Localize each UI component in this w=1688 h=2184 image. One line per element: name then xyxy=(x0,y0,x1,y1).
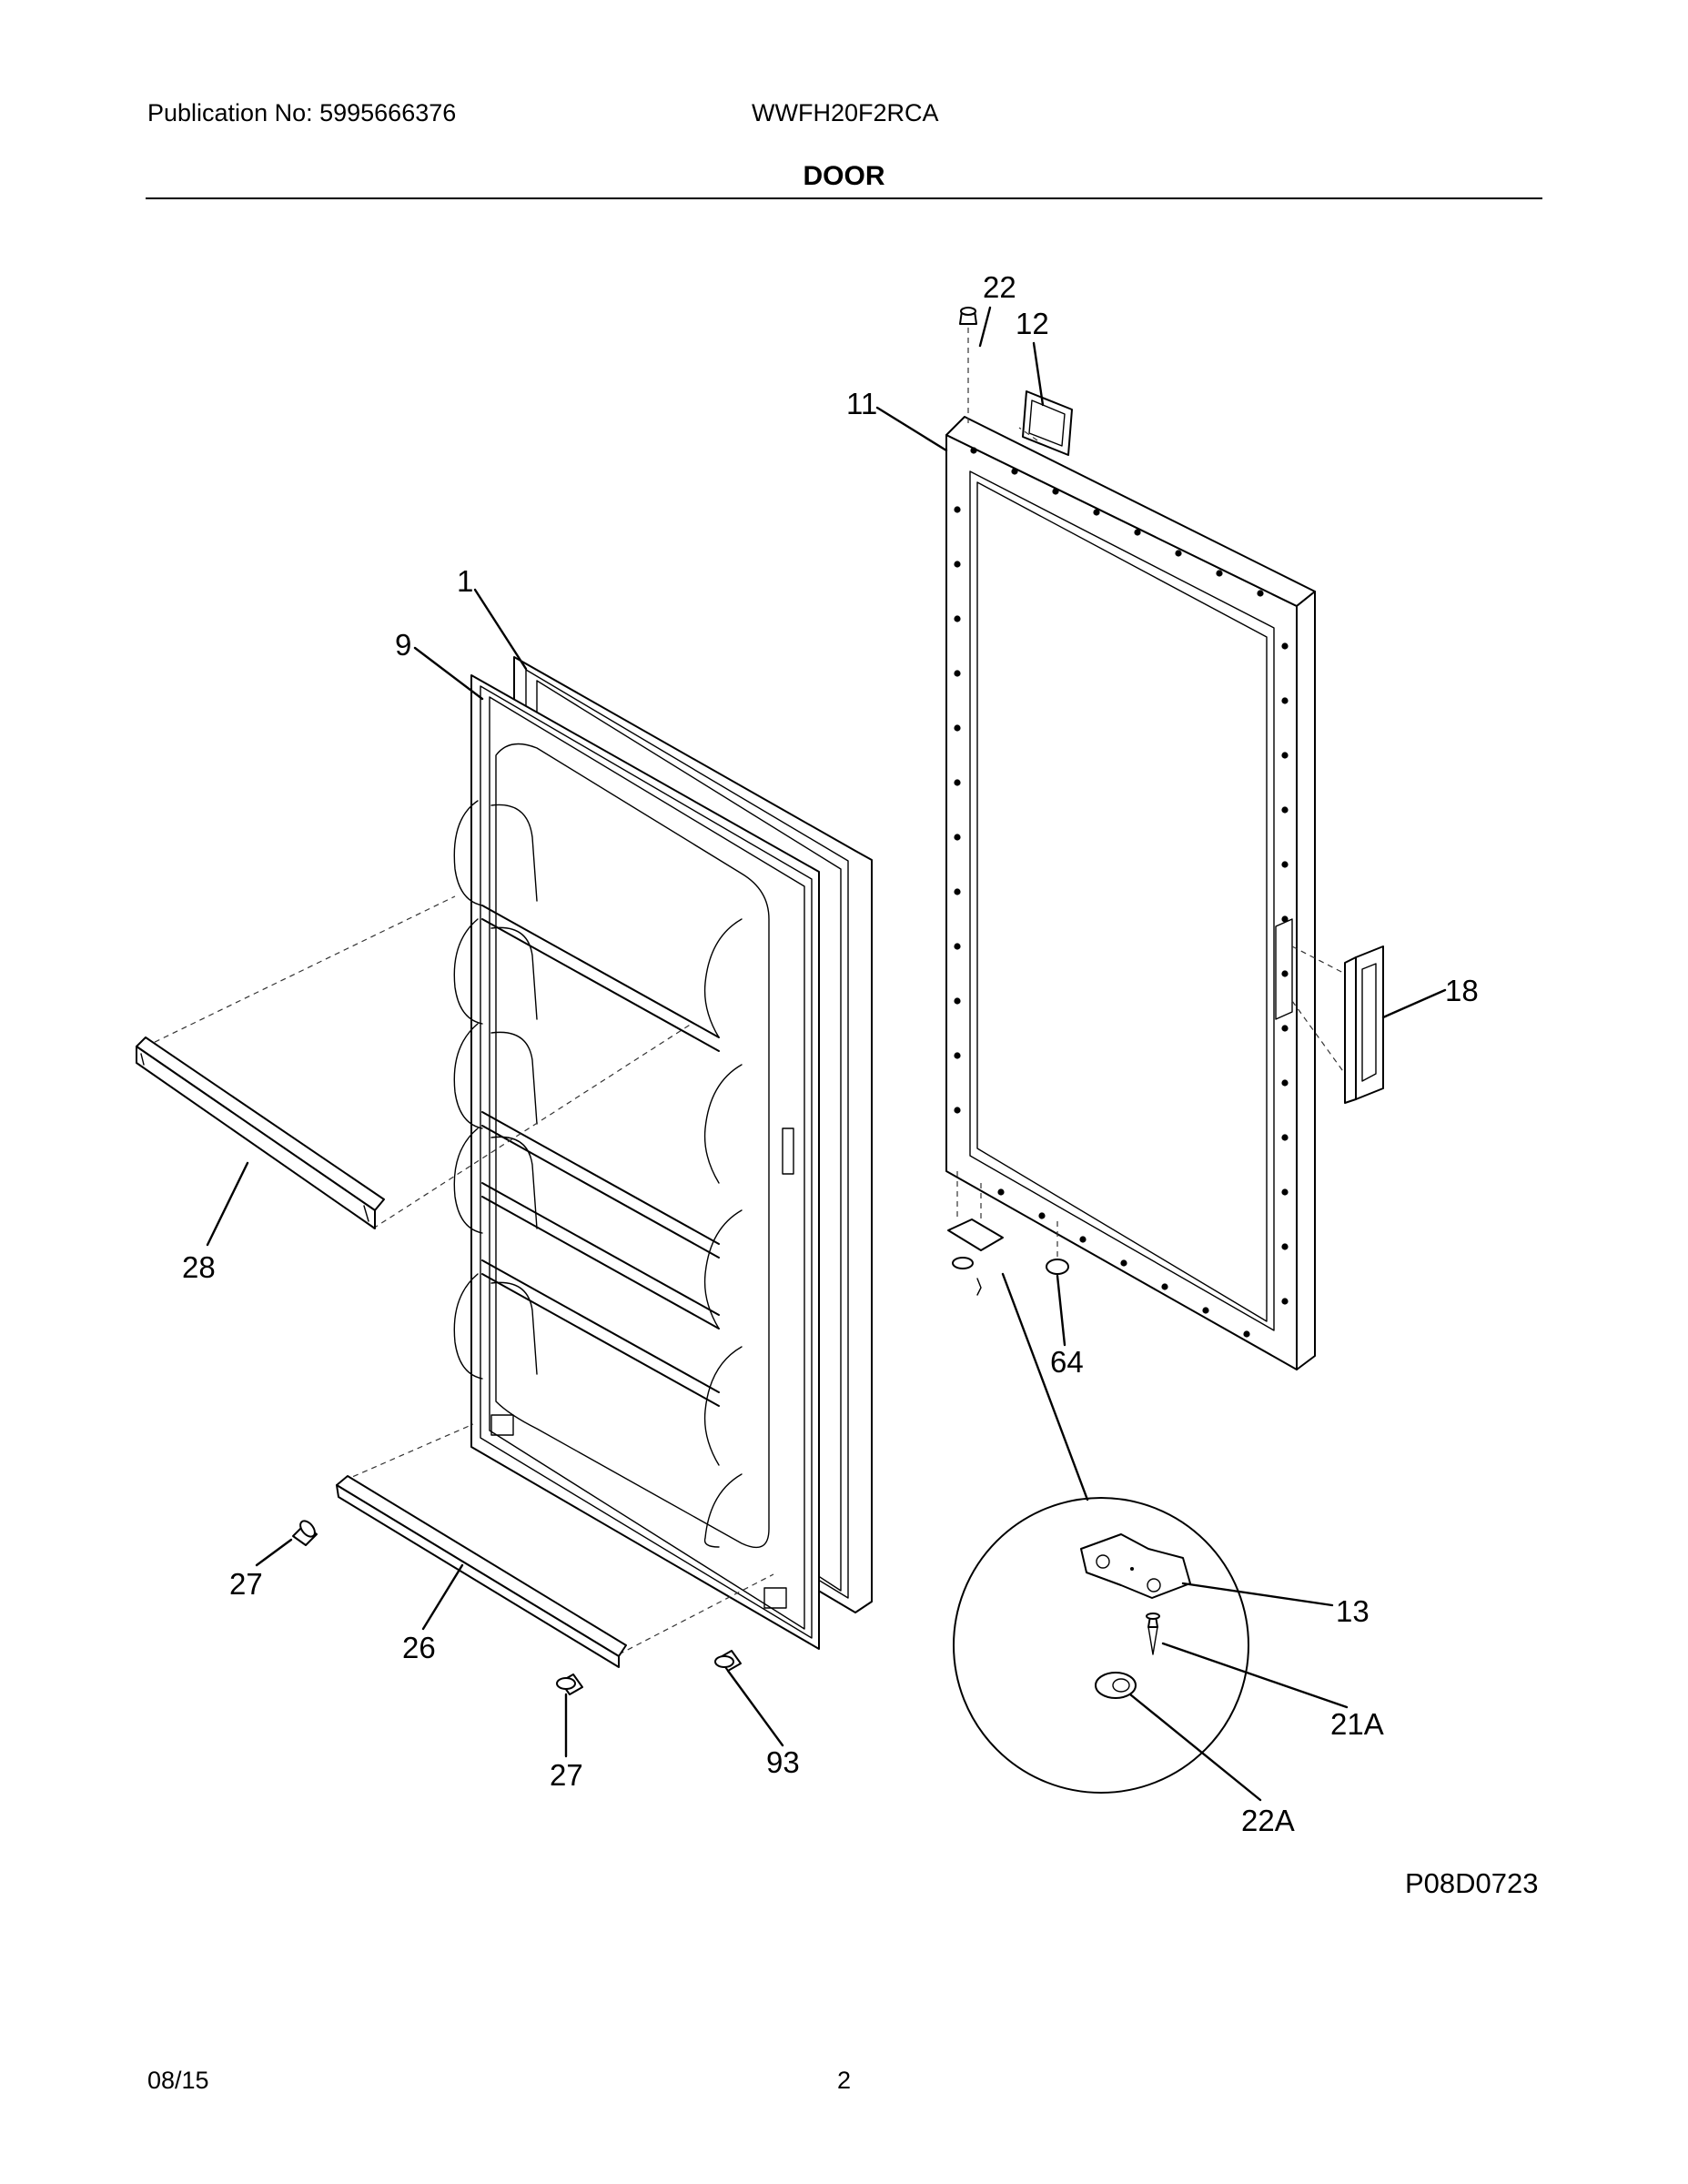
callout-11: 11 xyxy=(846,387,877,420)
callout-28: 28 xyxy=(182,1250,216,1284)
header-rule xyxy=(146,197,1542,199)
callout-64: 64 xyxy=(1050,1345,1084,1379)
callout-93: 93 xyxy=(766,1745,800,1779)
bottom-trim-part xyxy=(336,1475,627,1668)
callout-22: 22 xyxy=(983,270,1016,304)
drawing-code: P08D0723 xyxy=(1405,1867,1539,1899)
fastener-93 xyxy=(714,1650,742,1672)
inner-door-liner xyxy=(453,674,820,1650)
leader-lines xyxy=(206,306,1447,1802)
label-plate-part xyxy=(1022,390,1073,456)
door-shelves xyxy=(453,800,743,1548)
shelf-bar-part xyxy=(136,1036,385,1229)
handle-part xyxy=(1344,945,1384,1104)
callout-1: 1 xyxy=(457,564,473,598)
callout-27-bottom: 27 xyxy=(550,1758,583,1792)
section-title: DOOR xyxy=(803,161,885,191)
page-number: 2 xyxy=(836,2067,852,2094)
fastener-27-bottom xyxy=(556,1673,583,1695)
fastener-27-left xyxy=(292,1520,318,1546)
callout-18: 18 xyxy=(1445,974,1479,1007)
publication-number: Publication No: 5995666376 xyxy=(147,99,457,126)
callout-labels: 22 12 11 1 9 18 28 64 27 26 13 21A 27 93… xyxy=(182,270,1539,1899)
plug-part xyxy=(959,307,977,325)
callout-9: 9 xyxy=(395,628,411,662)
publication-date: 08/15 xyxy=(147,2067,209,2094)
callout-21a: 21A xyxy=(1330,1707,1384,1741)
callout-22a: 22A xyxy=(1241,1804,1295,1837)
hinge-detail-callout xyxy=(953,1272,1249,1794)
callout-13: 13 xyxy=(1336,1594,1370,1628)
callout-27-left: 27 xyxy=(229,1567,263,1601)
model-number: WWFH20F2RCA xyxy=(752,99,939,126)
callout-12: 12 xyxy=(1016,307,1049,340)
frame-holes xyxy=(954,447,1289,1338)
callout-26: 26 xyxy=(402,1631,436,1664)
outer-door-panel xyxy=(945,416,1316,1370)
hinge-parts xyxy=(947,1218,1069,1296)
